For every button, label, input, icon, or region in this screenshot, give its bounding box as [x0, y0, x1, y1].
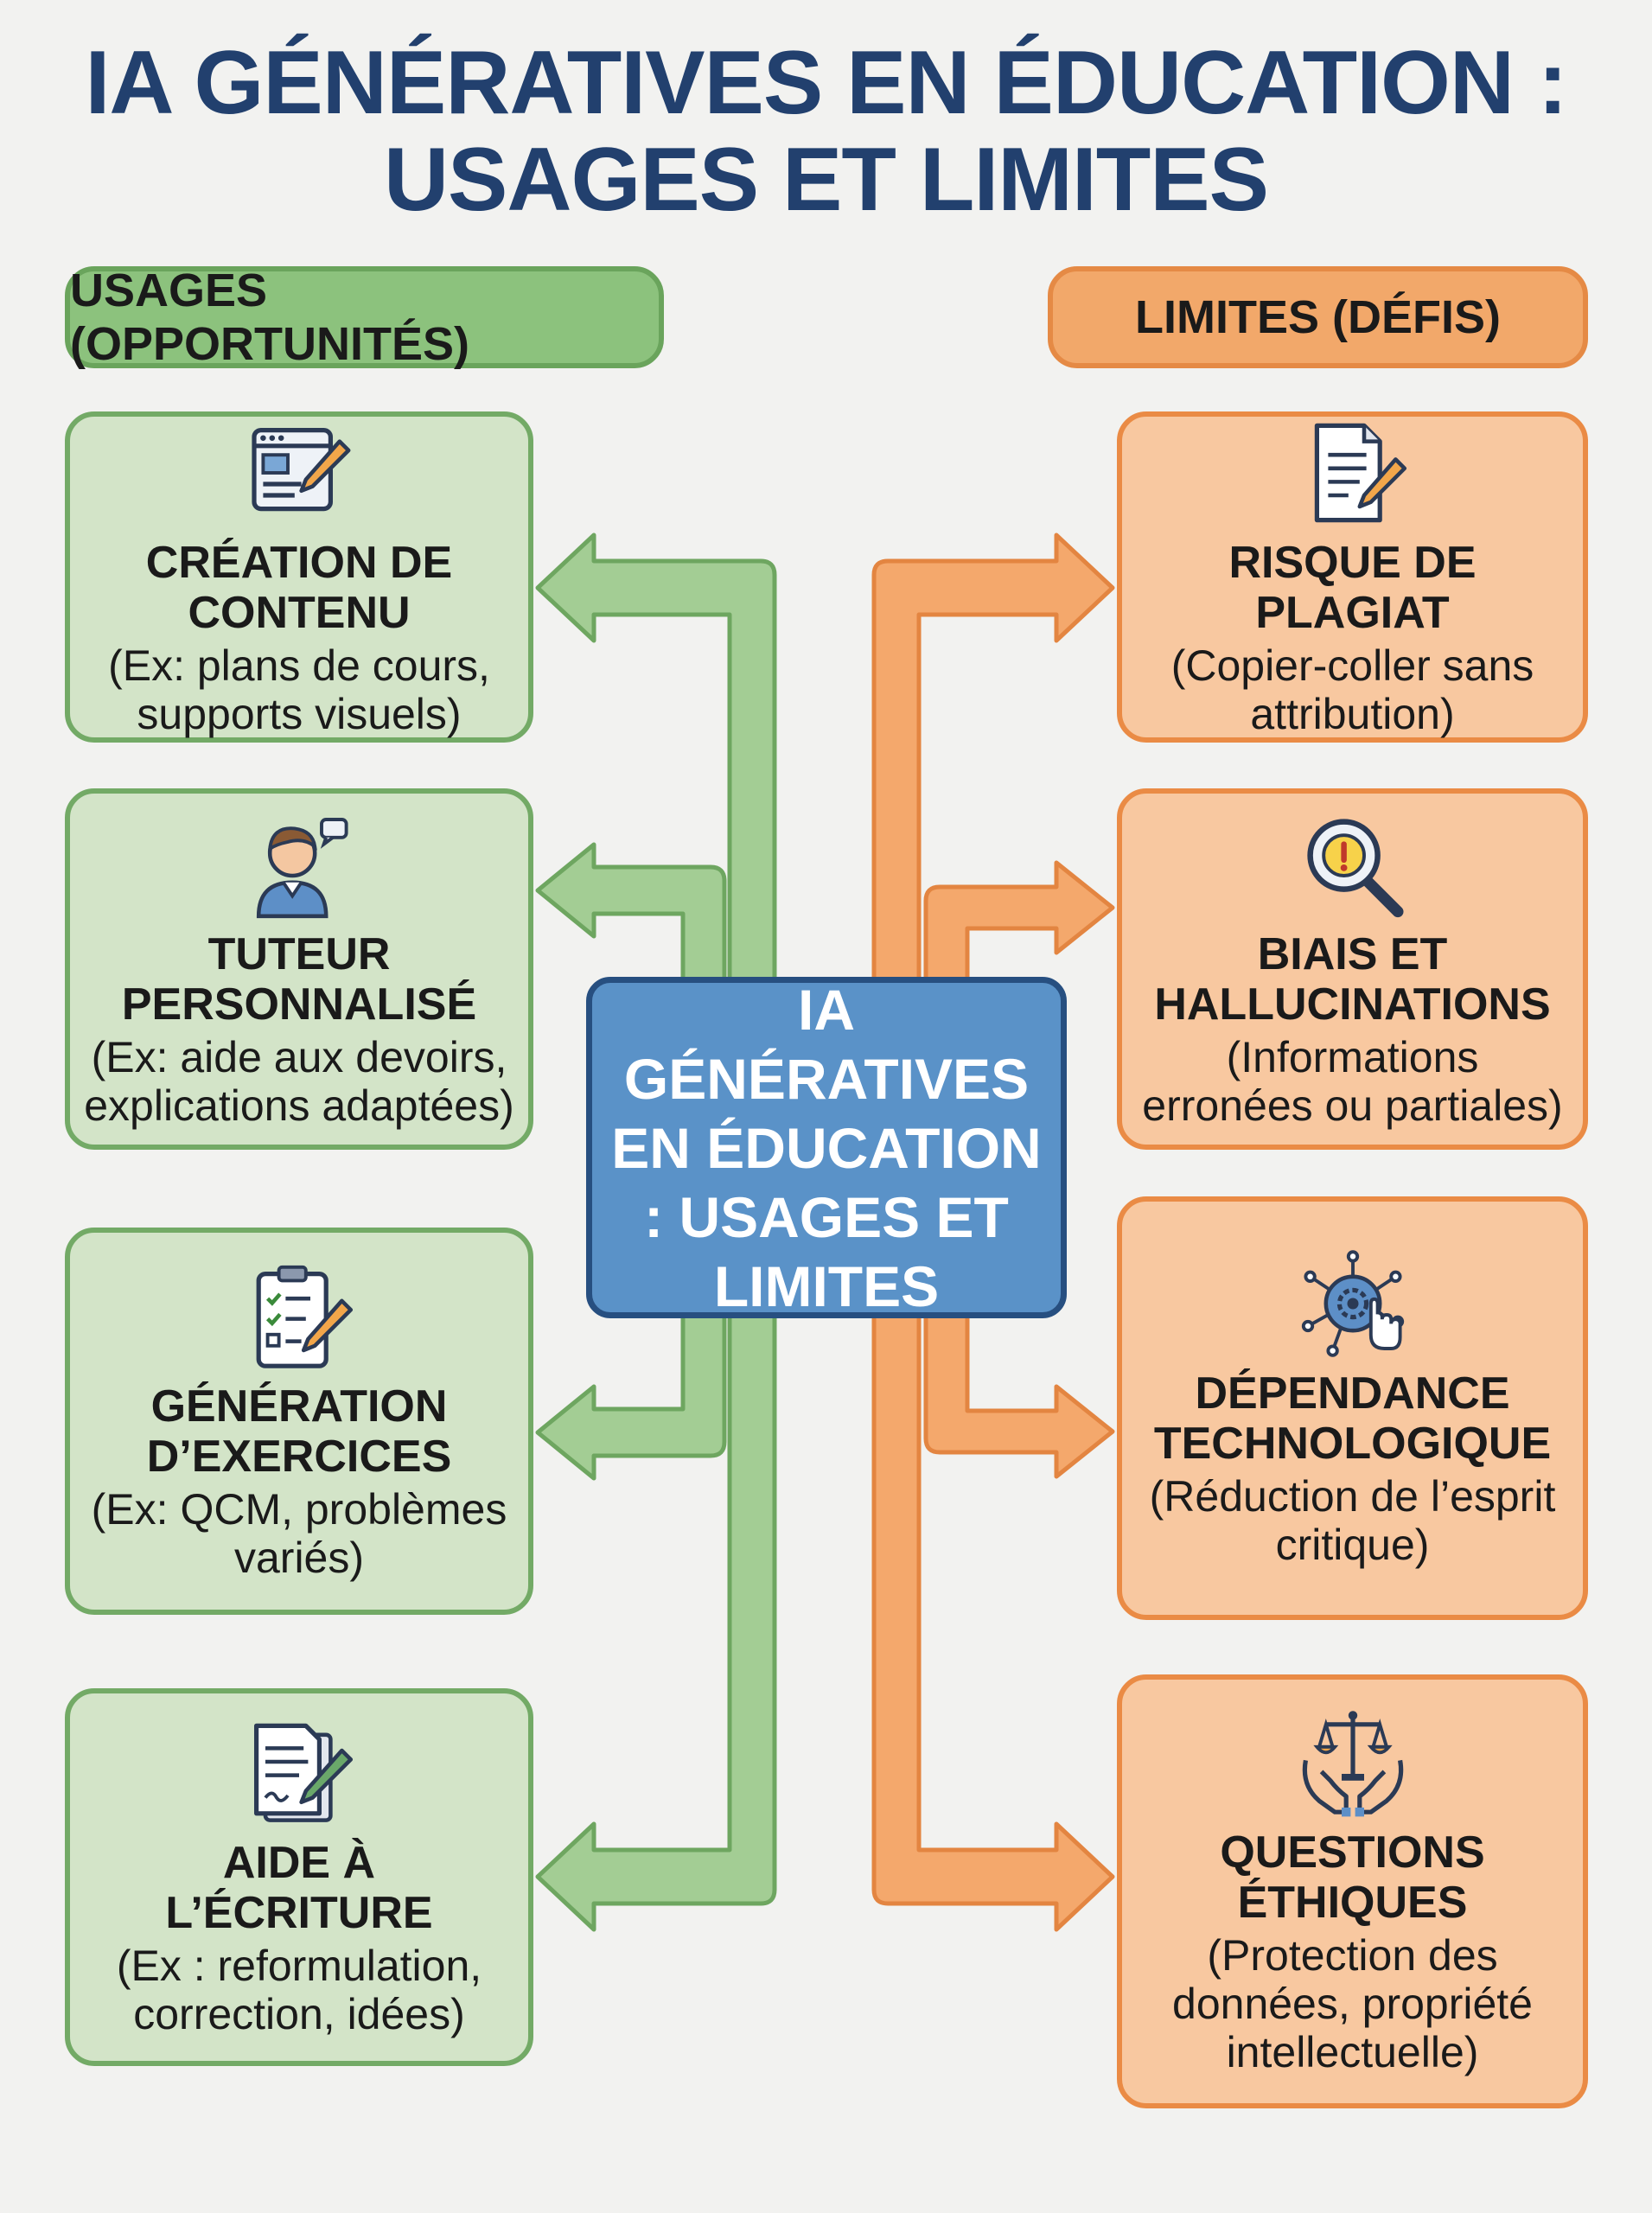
page-title: IA GÉNÉRATIVES EN ÉDUCATION : USAGES ET … — [0, 35, 1652, 228]
usage-title: TUTEUR PERSONNALISÉ — [121, 929, 477, 1030]
usage-desc: (Ex: plans de cours, supports visuels) — [108, 641, 490, 738]
limite-title: DÉPENDANCE TECHNOLOGIQUE — [1153, 1368, 1552, 1469]
limite-desc: (Réduction de l’esprit critique) — [1149, 1472, 1556, 1569]
usage-title: AIDE À L’ÉCRITURE — [165, 1837, 433, 1938]
usage-title: CRÉATION DE CONTENU — [145, 537, 453, 638]
green-arrow-ecriture — [535, 1311, 777, 1932]
usage-card-tuteur: TUTEUR PERSONNALISÉ (Ex: aide aux devoir… — [65, 788, 533, 1150]
limite-title: RISQUE DE PLAGIAT — [1228, 537, 1477, 638]
usage-card-ecriture: AIDE À L’ÉCRITURE (Ex : reformulation, c… — [65, 1688, 533, 2066]
magnifier-warning-icon — [1297, 808, 1409, 921]
orange-arrow-dependance — [923, 1311, 1115, 1479]
title-line-2: USAGES ET LIMITES — [383, 130, 1269, 230]
limite-card-ethique: QUESTIONS ÉTHIQUES (Protection des donné… — [1117, 1674, 1588, 2108]
scales-hands-icon — [1297, 1706, 1409, 1819]
limite-title: QUESTIONS ÉTHIQUES — [1220, 1827, 1485, 1928]
usage-desc: (Ex: QCM, problèmes variés) — [91, 1485, 507, 1582]
green-arrows — [535, 533, 777, 1932]
limite-desc: (Protection des données, propriété intel… — [1172, 1931, 1533, 2076]
limite-desc: (Copier-coller sans attribution) — [1170, 641, 1534, 738]
usage-desc: (Ex: aide aux devoirs, explications adap… — [84, 1033, 514, 1130]
limite-card-plagiat: RISQUE DE PLAGIAT (Copier-coller sans at… — [1117, 411, 1588, 743]
tutor-person-icon — [243, 808, 355, 921]
orange-arrow-biais — [923, 860, 1115, 984]
limite-card-biais: BIAIS ET HALLUCINATIONS (Informations er… — [1117, 788, 1588, 1150]
usages-header: USAGES (OPPORTUNITÉS) — [65, 265, 664, 370]
content-creation-icon — [243, 417, 355, 529]
document-pen-icon — [243, 1717, 355, 1829]
usage-title: GÉNÉRATION D’EXERCICES — [146, 1381, 452, 1482]
central-topic: IA GÉNÉRATIVES EN ÉDUCATION : USAGES ET … — [586, 977, 1067, 1318]
gear-network-hand-icon — [1297, 1247, 1409, 1360]
usage-card-exercices: GÉNÉRATION D’EXERCICES (Ex: QCM, problèm… — [65, 1228, 533, 1615]
limite-desc: (Informations erronées ou partiales) — [1142, 1033, 1563, 1130]
document-pencil-icon — [1297, 417, 1409, 529]
orange-arrow-ethique — [871, 1311, 1115, 1932]
limite-card-dependance: DÉPENDANCE TECHNOLOGIQUE (Réduction de l… — [1117, 1196, 1588, 1620]
usage-card-creation-contenu: CRÉATION DE CONTENU (Ex: plans de cours,… — [65, 411, 533, 743]
green-arrow-exercices — [535, 1311, 727, 1481]
limite-title: BIAIS ET HALLUCINATIONS — [1154, 929, 1551, 1030]
usage-desc: (Ex : reformulation, correction, idées) — [116, 1941, 482, 2038]
limites-header: LIMITES (DÉFIS) — [1048, 266, 1588, 368]
clipboard-checklist-icon — [243, 1260, 355, 1373]
title-line-1: IA GÉNÉRATIVES EN ÉDUCATION : — [85, 33, 1567, 133]
orange-arrows — [871, 533, 1115, 1932]
green-arrow-tuteur — [535, 842, 727, 984]
orange-arrow-plagiat — [871, 533, 1115, 984]
green-arrow-creation — [535, 533, 777, 984]
